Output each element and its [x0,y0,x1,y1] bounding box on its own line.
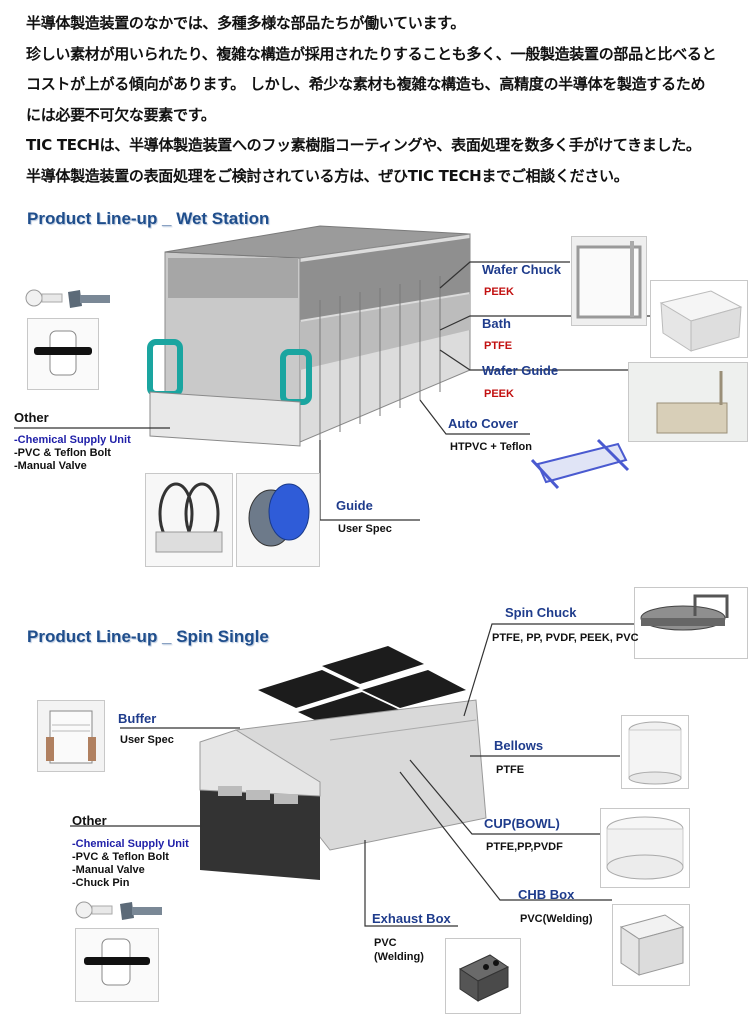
other-items-2: -Chemical Supply Unit -PVC & Teflon Bolt… [72,838,189,890]
auto-cover-material: HTPVC + Teflon [450,441,532,453]
intro-line-3: コストが上がる傾向があります。 しかし、希少な素材も複雑な構造も、高精度の半導体… [26,75,706,93]
other2-item-1: -Chemical Supply Unit [72,838,189,850]
wafer-chuck-material: PEEK [484,286,514,298]
wafer-chuck-photo [571,236,647,326]
guide-photo-2 [236,473,320,567]
bellows-material: PTFE [496,764,525,776]
intro-line-5: TIC TECHは、半導体製造装置へのフッ素樹脂コーティングや、表面処理を数多く… [26,136,701,154]
other-items: -Chemical Supply Unit -PVC & Teflon Bolt… [14,434,131,473]
guide-photo-1 [145,473,233,567]
intro-line-4: には必要不可欠な要素です。 [26,105,216,124]
wafer-guide-material: PEEK [484,388,514,400]
auto-cover-label: Auto Cover [448,416,519,431]
buffer-label: Buffer [118,711,157,726]
buffer-photo [37,700,105,772]
bellows-label: Bellows [494,738,544,753]
spin-chuck-label: Spin Chuck [505,605,577,620]
exhaust-box-material-2: (Welding) [374,951,424,963]
chb-box-material: PVC(Welding) [520,913,593,925]
other-label-2: Other [72,813,107,828]
other-item-2: -PVC & Teflon Bolt [14,447,111,459]
bellows-photo [621,715,689,789]
other-valve-photo [27,318,99,390]
bath-photo [650,280,748,358]
wafer-guide-label: Wafer Guide [482,363,559,378]
wet-station-title: Product Line-up _ Wet Station [27,209,270,228]
guide-label: Guide [336,498,373,513]
exhaust-box-label: Exhaust Box [372,911,451,926]
other-valve-photo-2 [75,928,159,1002]
spin-chuck-photo [634,587,748,659]
intro-line-6: 半導体製造装置の表面処理をご検討されている方は、ぜひTIC TECHまでご相談く… [26,166,629,185]
other-item-1: -Chemical Supply Unit [14,434,131,446]
other2-item-2: -PVC & Teflon Bolt [72,851,169,863]
exhaust-box-photo [445,938,521,1014]
guide-material: User Spec [338,523,392,535]
other-item-3: -Manual Valve [14,460,87,472]
spin-chuck-material: PTFE, PP, PVDF, PEEK, PVC [492,632,639,644]
buffer-material: User Spec [120,734,174,746]
cup-bowl-material: PTFE,PP,PVDF [486,841,563,853]
chb-box-label: CHB Box [518,887,575,902]
bath-label: Bath [482,316,511,331]
auto-cover-photo [528,430,632,496]
exhaust-box-material-1: PVC [374,937,397,949]
other2-item-3: -Manual Valve [72,864,145,876]
spin-single-title: Product Line-up _ Spin Single [27,627,269,646]
wafer-chuck-label: Wafer Chuck [482,262,561,277]
intro-line-1: 半導体製造装置のなかでは、多種多様な部品たちが働いています。 [26,14,466,32]
chb-box-photo [612,904,690,986]
other2-item-4: -Chuck Pin [72,877,130,889]
bath-material: PTFE [484,340,513,352]
cup-bowl-label: CUP(BOWL) [484,816,560,831]
other-label: Other [14,410,49,425]
intro-line-2: 珍しい素材が用いられたり、複雑な構造が採用されたりすることも多く、一般製造装置の… [26,44,717,63]
wafer-guide-photo [628,362,748,442]
intro-text: 半導体製造装置のなかでは、多種多様な部品たちが働いています。 珍しい素材が用いら… [26,8,746,191]
cup-bowl-photo [600,808,690,888]
